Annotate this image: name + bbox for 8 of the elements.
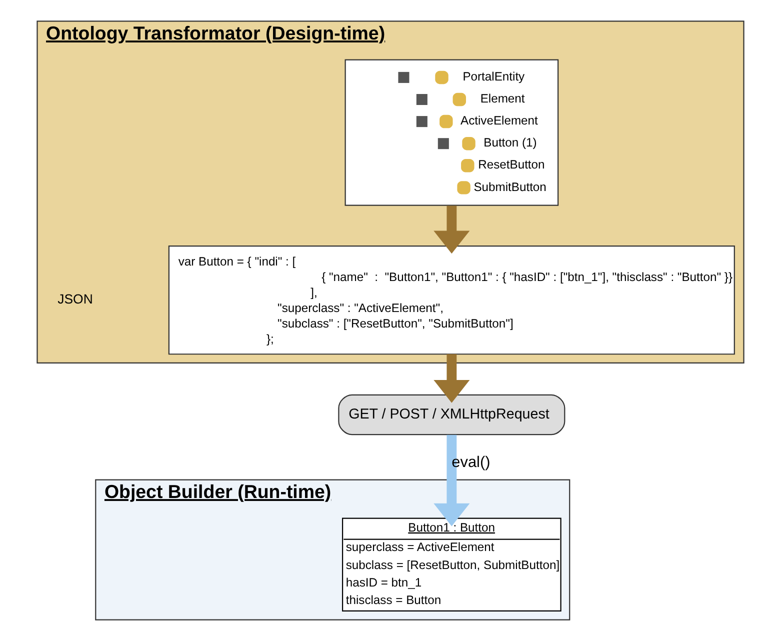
arrow	[433, 434, 470, 526]
label: JSON	[57, 292, 92, 307]
edge-label: eval()	[451, 454, 490, 471]
node-box: var Button = { "indi" : [ { "name" : "Button1", "Button1" : { "hasID" : ["btn_1"], "thisclass" : "Button" }} ], "superclass" : "ActiveElement", "subclass" : ["ResetButton", "SubmitButton"] };	[168, 246, 734, 355]
arrow	[433, 206, 470, 254]
node-box: PortalEntity Element ActiveElement Button (1) ResetButton SubmitButton	[344, 59, 558, 206]
arrow	[433, 354, 470, 403]
node-box: GET / POST / XMLHttpRequest	[338, 394, 565, 436]
